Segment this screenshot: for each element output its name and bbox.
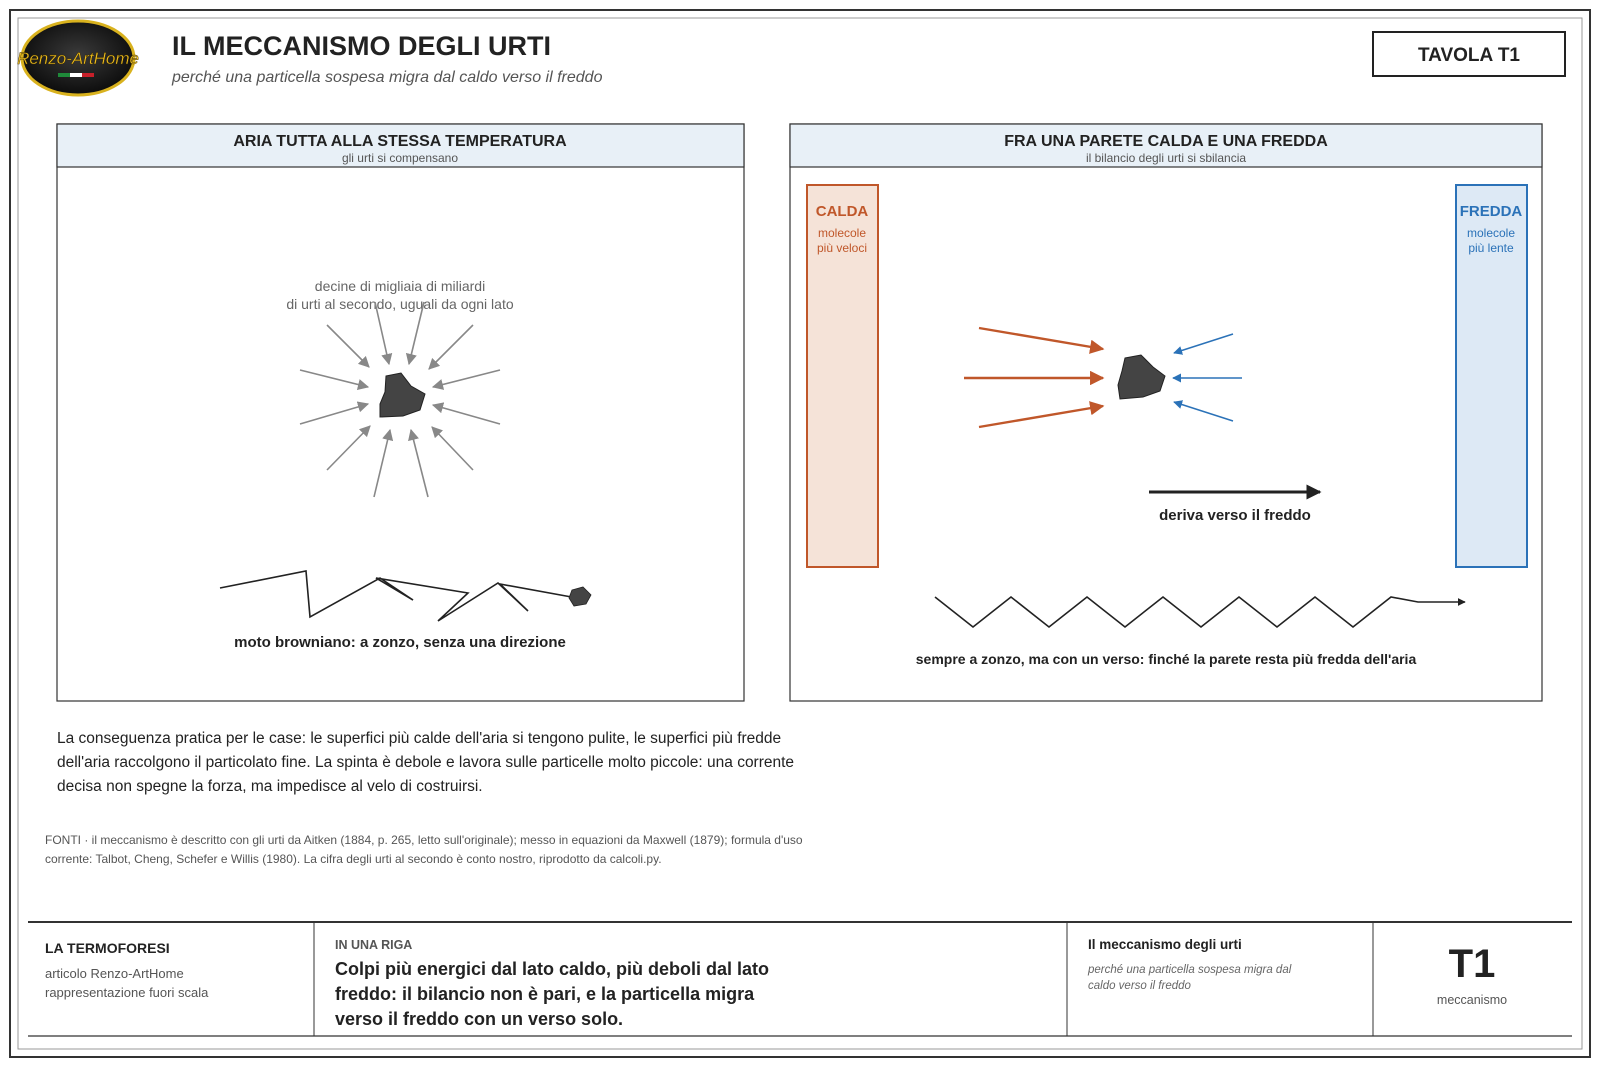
impact-arrow — [431, 426, 474, 471]
hot-wall-line1: molecole — [818, 226, 866, 240]
hot-wall-line2: più veloci — [817, 241, 867, 255]
cold-wall — [1455, 184, 1528, 568]
impact-arrow — [374, 301, 393, 366]
plate-title: Il meccanismo degli urti — [1088, 937, 1242, 952]
cold-impact-arrow — [1173, 333, 1234, 355]
panel-right-subtitle: il bilancio degli urti si sbilancia — [1086, 151, 1246, 165]
plate-tag: meccanismo — [1437, 993, 1507, 1007]
body-paragraph: La conseguenza pratica per le case: le s… — [57, 730, 794, 795]
sources-line-2: corrente: Talbot, Cheng, Schefer e Willi… — [45, 852, 662, 866]
hot-impact-arrows — [964, 326, 1105, 429]
impact-arrow — [428, 324, 474, 370]
summary-line-3: verso il freddo con un verso solo. — [335, 1009, 623, 1029]
panel-left-title: ARIA TUTTA ALLA STESSA TEMPERATURA — [233, 133, 567, 150]
panel-left-subtitle: gli urti si compensano — [342, 151, 458, 165]
page-subtitle: perché una particella sospesa migra dal … — [171, 69, 603, 86]
impact-arrow — [326, 425, 371, 471]
plate-label: TAVOLA T1 — [1418, 45, 1520, 66]
panel-hot-cold-walls: FRA UNA PARETE CALDA E UNA FREDDA il bil… — [789, 123, 1543, 702]
impact-arrow — [299, 401, 370, 425]
summary-line-2: freddo: il bilancio non è pari, e la par… — [335, 984, 755, 1004]
impact-arrow — [326, 324, 370, 368]
cold-wall-line1: molecole — [1467, 226, 1515, 240]
page-title: IL MECCANISMO DEGLI URTI — [172, 31, 551, 61]
logo: Renzo-ArtHome — [17, 19, 139, 97]
impact-arrow — [405, 301, 425, 366]
dust-particle-icon — [1117, 354, 1166, 400]
impact-arrow — [431, 369, 501, 390]
particle-small-icon — [568, 586, 592, 607]
impact-arrow — [408, 428, 429, 498]
inner-frame — [17, 17, 1583, 1050]
body-line-1: La conseguenza pratica per le case: le s… — [57, 730, 781, 747]
dust-particle-icon — [379, 372, 426, 418]
balanced-impact-arrows — [299, 301, 501, 498]
series-title: LA TERMOFORESI — [45, 940, 170, 956]
plate-desc-line-2: caldo verso il freddo — [1088, 980, 1192, 992]
hot-impact-arrow — [978, 401, 1105, 429]
summary-line-1: Colpi più energici dal lato caldo, più d… — [335, 959, 769, 979]
series-line-1: articolo Renzo-ArtHome — [45, 966, 184, 981]
sources-line-1: FONTI · il meccanismo è descritto con gl… — [45, 833, 803, 847]
brownian-path — [219, 570, 578, 622]
impact-arrow — [373, 428, 394, 498]
panel-right-caption: sempre a zonzo, ma con un verso: finché … — [916, 651, 1417, 667]
panel-left-header — [56, 123, 745, 168]
body-line-2: dell'aria raccolgono il particolato fine… — [57, 754, 794, 771]
sources-note: FONTI · il meccanismo è descritto con gl… — [45, 833, 803, 866]
panel-right-header — [789, 123, 1543, 168]
plate-desc-line-1: perché una particella sospesa migra dal — [1087, 964, 1292, 976]
cold-impact-arrow — [1173, 400, 1234, 422]
cold-wall-line2: più lente — [1468, 241, 1514, 255]
series-line-2: rappresentazione fuori scala — [45, 985, 209, 1000]
hot-wall-label: CALDA — [816, 203, 869, 220]
hot-wall — [806, 184, 879, 568]
impacts-label-line2: di urti al secondo, uguali da ogni lato — [286, 296, 513, 312]
title-block: LA TERMOFORESI articolo Renzo-ArtHome ra… — [28, 921, 1572, 1037]
summary-label: IN UNA RIGA — [335, 938, 412, 952]
cold-impact-arrows — [1172, 333, 1242, 422]
plate-code: T1 — [1449, 942, 1496, 986]
impact-arrow — [299, 369, 370, 390]
panel-right-title: FRA UNA PARETE CALDA E UNA FREDDA — [1004, 133, 1328, 150]
directed-drift-path — [934, 595, 1466, 629]
logo-text: Renzo-ArtHome — [17, 49, 139, 68]
impacts-label-line1: decine di migliaia di miliardi — [315, 278, 485, 294]
impact-arrow — [431, 402, 501, 425]
panel-equal-temperature: ARIA TUTTA ALLA STESSA TEMPERATURA gli u… — [56, 123, 745, 702]
plate-label-box — [1372, 31, 1566, 77]
panel-left-caption: moto browniano: a zonzo, senza una direz… — [234, 634, 566, 651]
body-line-3: decisa non spegne la forza, ma impedisce… — [57, 778, 483, 795]
drift-label: deriva verso il freddo — [1159, 507, 1311, 524]
cold-wall-label: FREDDA — [1460, 203, 1523, 220]
hot-impact-arrow — [978, 326, 1105, 354]
